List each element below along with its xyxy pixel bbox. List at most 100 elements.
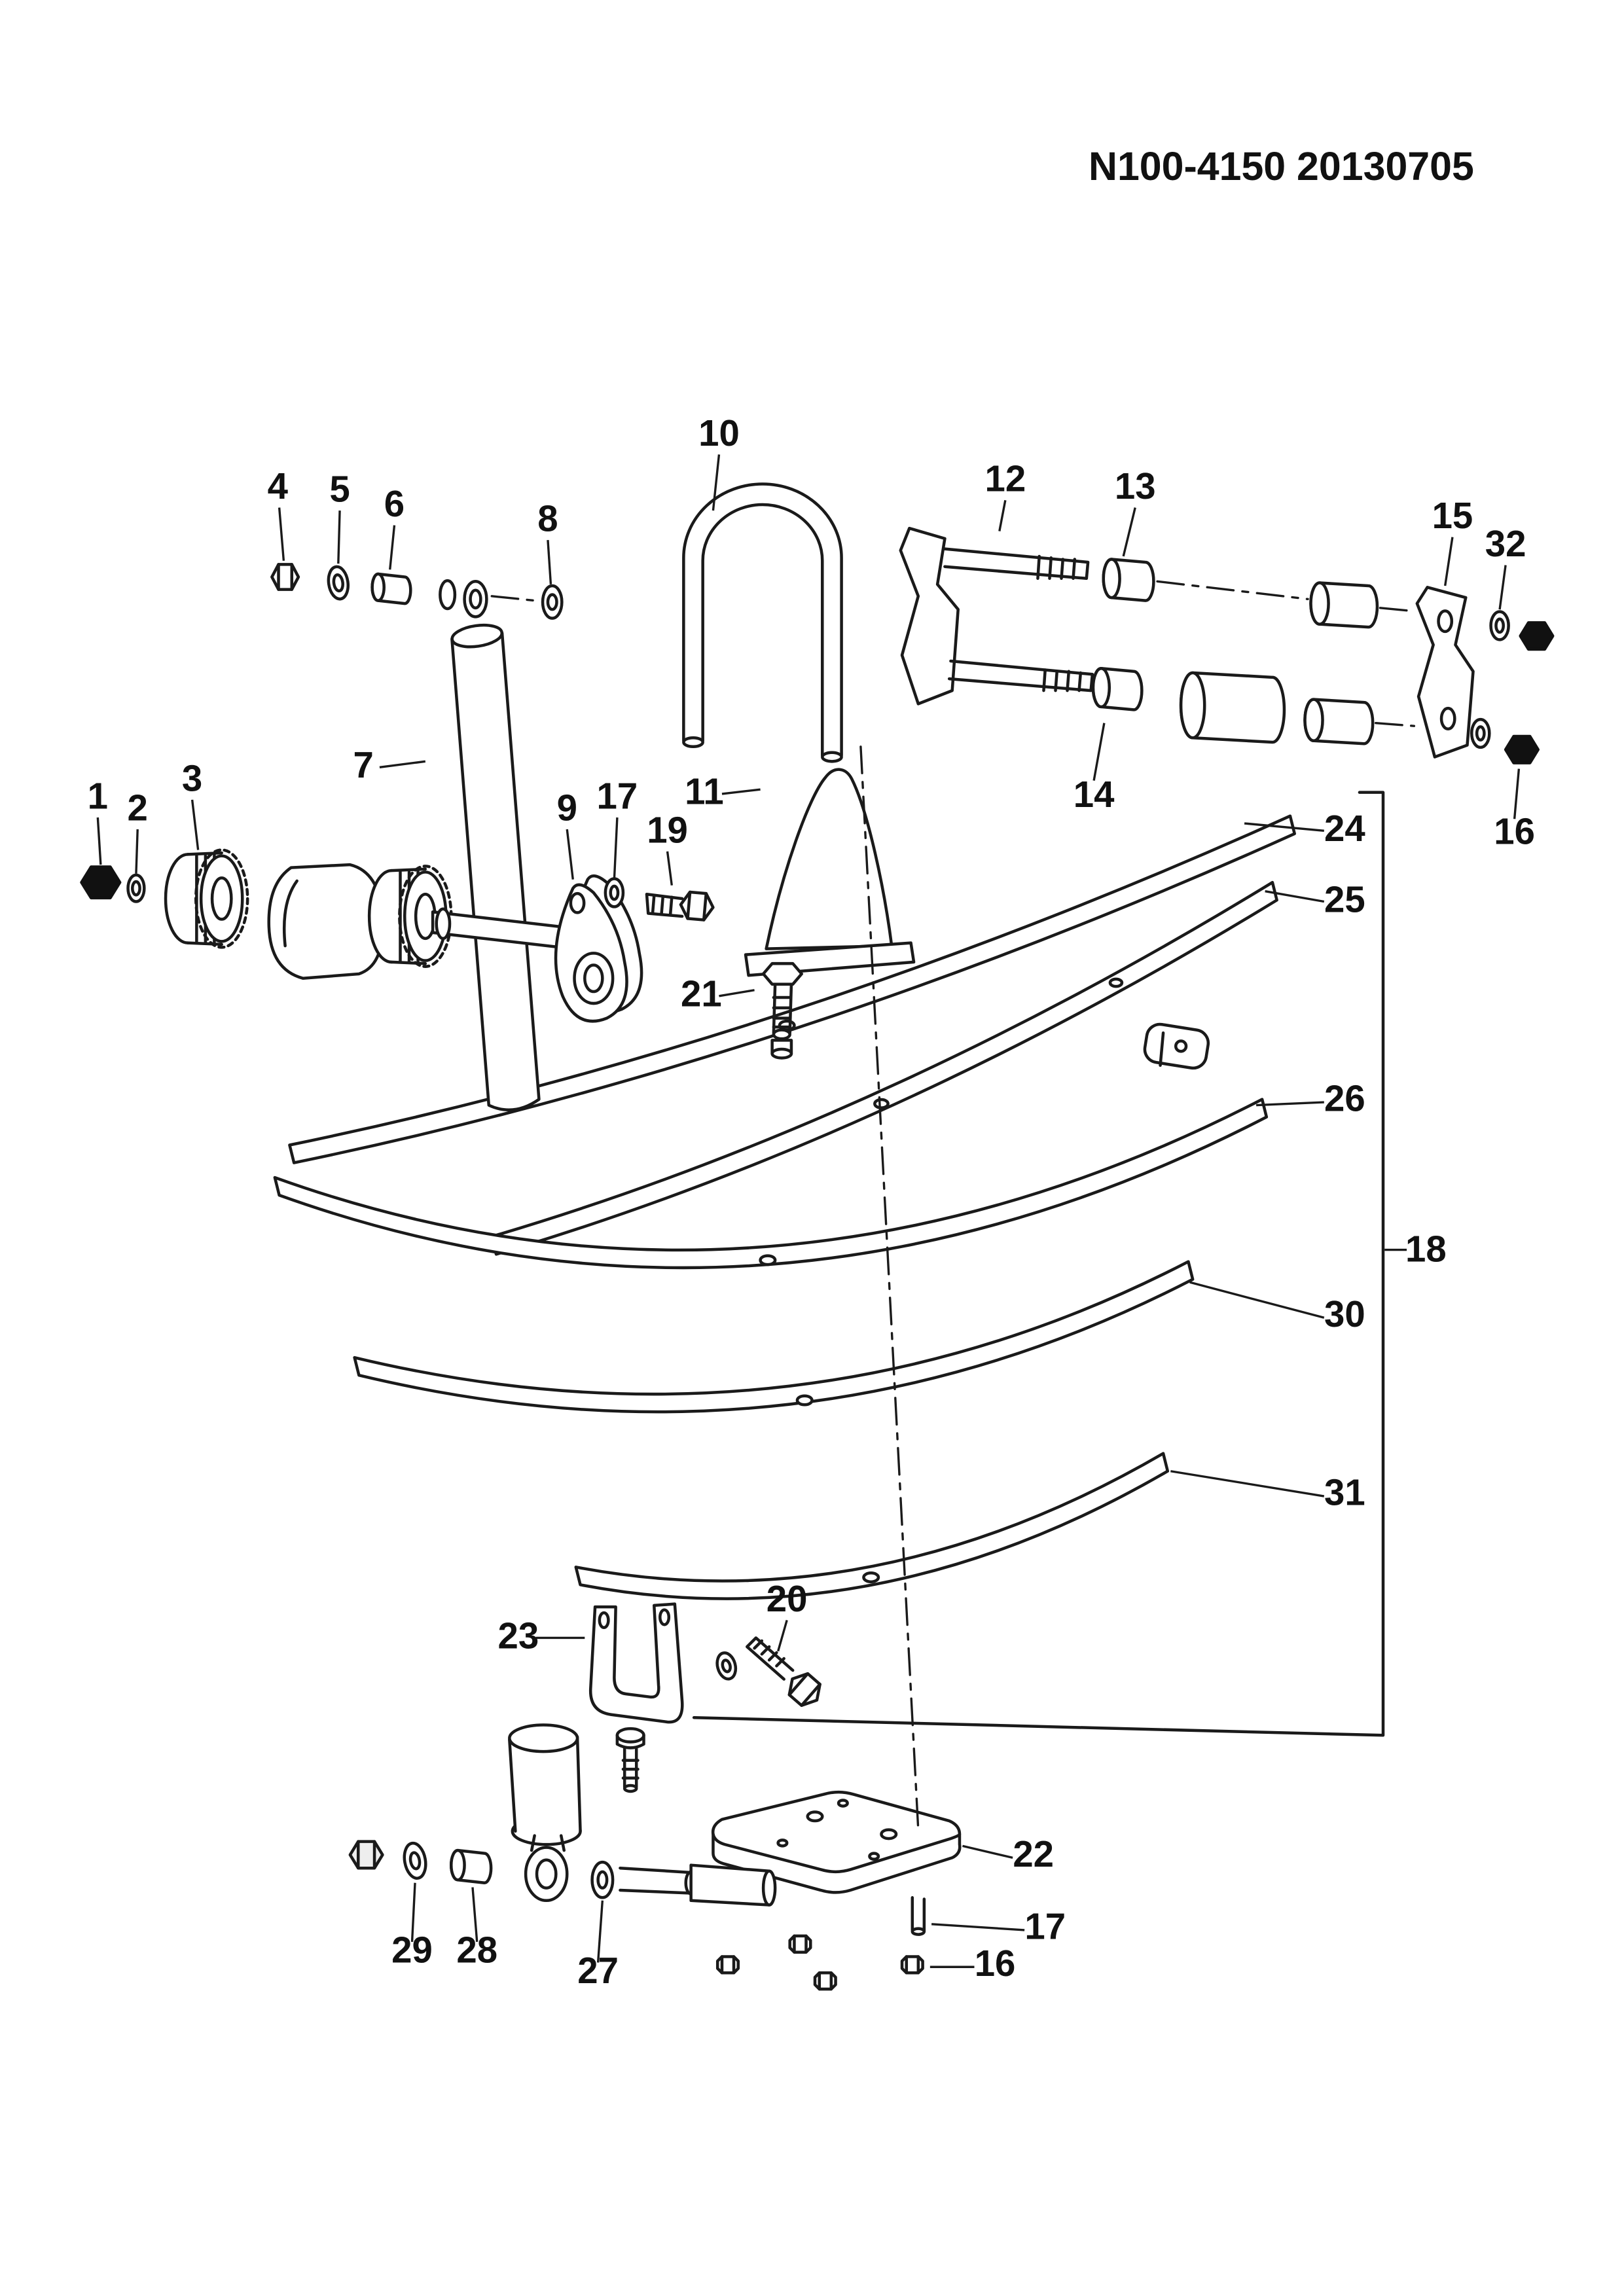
bolt-20 [746,1636,821,1707]
svg-text:16: 16 [1494,811,1535,852]
leaf-clip [1143,1022,1210,1070]
svg-text:11: 11 [685,771,724,812]
washer-32 [1489,610,1510,641]
drawing-number: N100-4150 20130705 [1089,144,1474,188]
part-label-8: 8 [537,498,558,584]
svg-text:6: 6 [384,483,405,524]
part-label-10: 10 [698,412,740,511]
bushing-13-mate [1309,581,1379,629]
svg-text:14: 14 [1074,774,1115,815]
svg-text:8: 8 [537,498,558,539]
svg-text:24: 24 [1324,808,1365,849]
part-label-23: 23 [498,1615,585,1656]
nut-32 [1519,621,1555,651]
bottom-nut-a [715,1955,740,1975]
svg-text:7: 7 [353,744,373,785]
washer-29 [403,1841,427,1880]
part-label-16-upper: 16 [1494,768,1535,852]
bushing-13 [1102,558,1155,602]
part-label-28: 28 [456,1887,497,1970]
bolt-19 [645,890,715,922]
nut-16-upper [1504,734,1540,764]
svg-text:29: 29 [391,1929,433,1970]
svg-text:18: 18 [1405,1229,1447,1270]
part-label-4: 4 [268,465,289,561]
svg-text:23: 23 [498,1615,539,1656]
part-label-1: 1 [88,775,108,865]
nut-29-mate [348,1840,384,1870]
shackle-plate-9 [554,874,643,1023]
bracket-bolt [615,1727,645,1793]
svg-text:28: 28 [456,1929,497,1970]
part-label-22: 22 [962,1833,1054,1874]
part-label-9: 9 [557,787,577,880]
svg-text:2: 2 [128,787,148,829]
leaf-spring-30 [353,1260,1195,1414]
washer-16-upper [1470,717,1491,749]
svg-text:25: 25 [1324,878,1365,920]
svg-text:4: 4 [268,465,289,507]
part-label-18: 18 [1384,1229,1447,1270]
leaf-spring-26 [273,1098,1269,1270]
torque-rod-tube-7 [450,623,541,1112]
plate-stud-17 [911,1896,926,1936]
svg-text:10: 10 [698,412,740,454]
part-label-12: 12 [984,458,1026,531]
svg-text:1: 1 [88,775,108,816]
part-label-6: 6 [384,483,405,570]
bump-stop-11 [744,768,916,977]
svg-text:31: 31 [1324,1472,1365,1513]
part-label-16-lower: 16 [929,1943,1016,1984]
center-lines [490,580,1416,1831]
svg-text:3: 3 [182,757,202,798]
washer-8 [541,584,564,620]
svg-text:21: 21 [681,973,722,1014]
part-label-2: 2 [128,787,148,874]
svg-text:13: 13 [1115,465,1156,507]
part-label-14: 14 [1074,723,1115,815]
leaf-spring-25 [490,880,1278,1256]
part-label-21: 21 [681,973,755,1014]
svg-text:19: 19 [647,809,688,850]
svg-text:17: 17 [597,775,638,816]
bottom-nut-16 [900,1955,924,1975]
center-bolt-21 [761,961,803,1060]
svg-text:16: 16 [975,1943,1016,1984]
splined-bushing-3 [164,848,249,949]
bushing-14-mate [1303,698,1375,745]
center-bracket-18 [692,791,1385,1737]
washer-5 [327,565,350,601]
part-labels: 1 2 3 4 5 6 7 8 9 10 11 12 13 14 15 16 1… [88,412,1535,1991]
link-eye [524,1834,569,1903]
link-pin [619,1863,777,1907]
svg-text:12: 12 [984,458,1026,499]
shackle-hanger-12 [899,526,1094,706]
svg-text:27: 27 [577,1950,619,1991]
washer-27 [590,1860,615,1899]
part-label-11: 11 [685,771,761,812]
bushing-14 [1091,667,1144,711]
part-label-19: 19 [647,809,688,886]
part-label-31: 31 [1170,1470,1365,1513]
part-label-32: 32 [1485,523,1526,610]
part-label-17-upper: 17 [597,775,638,880]
part-label-13: 13 [1115,465,1156,557]
part-label-7: 7 [353,744,426,785]
spring-eye-small-parts [439,579,488,619]
part-label-25: 25 [1265,878,1365,920]
washer-17-upper [604,877,625,908]
nut-4 [270,563,300,591]
spacer-bushing [1179,671,1286,744]
svg-text:30: 30 [1324,1293,1365,1335]
spacer-cylinder [508,1723,582,1846]
bottom-nut-c [813,1971,837,1991]
svg-text:5: 5 [329,469,350,510]
part-label-29: 29 [391,1882,433,1970]
spring-bracket-23 [589,1602,684,1724]
part-label-27: 27 [577,1900,619,1991]
part-label-15: 15 [1432,495,1473,586]
part-label-3: 3 [182,757,202,850]
spring-eye-assembly [267,863,453,980]
part-label-24: 24 [1244,808,1365,849]
